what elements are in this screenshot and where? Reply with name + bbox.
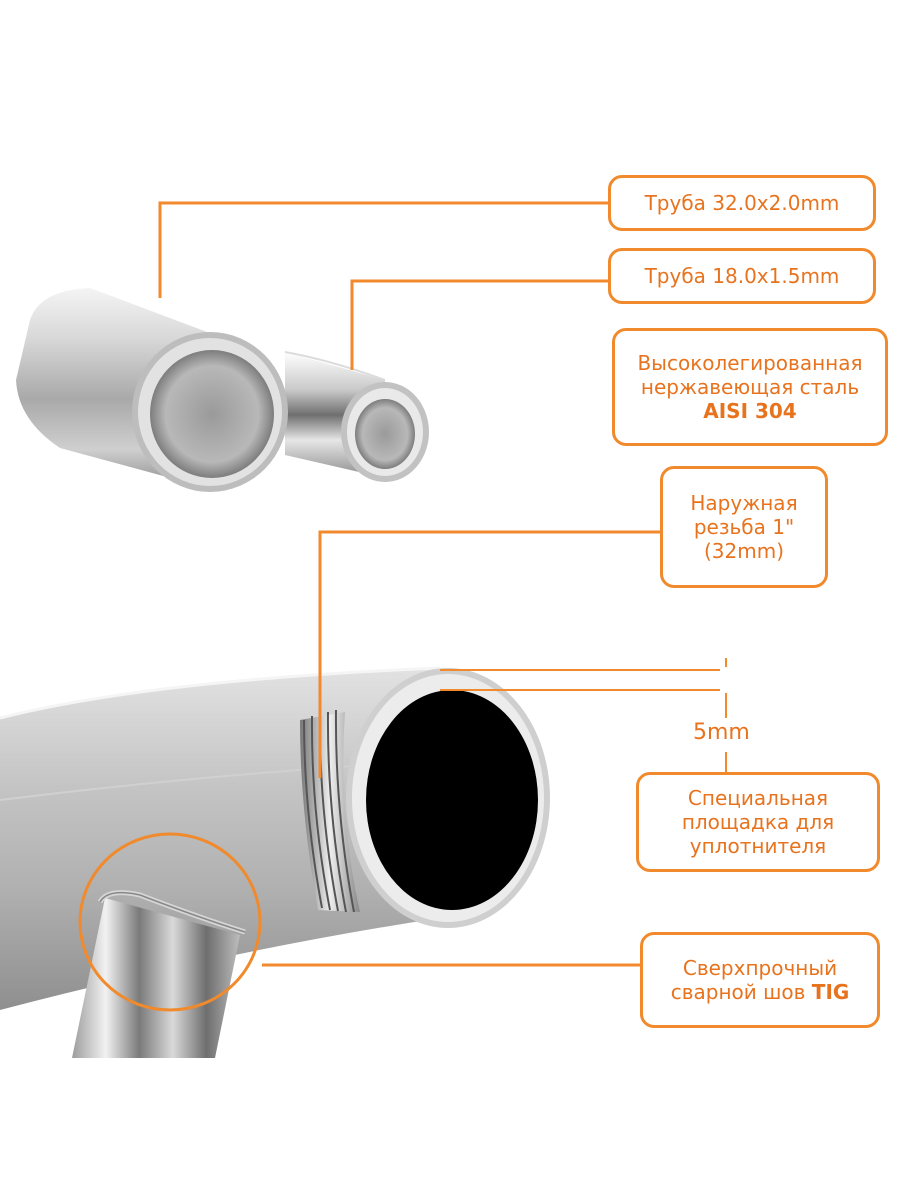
callout-weld-line2: сварной шов [670, 980, 806, 1004]
dimension-marker [440, 658, 727, 772]
branch-pipe [72, 890, 246, 1058]
callout-steel-grade: AISI 304 [703, 399, 797, 423]
callout-pipe-18: Труба 18.0x1.5mm [608, 248, 876, 304]
callout-pipe-32-text: Труба 32.0x2.0mm [644, 191, 840, 215]
callout-steel-line1: Высоколегированная [637, 351, 863, 375]
callout-weld-type: TIG [811, 980, 850, 1004]
pipe-opening [346, 668, 550, 928]
callout-thread-line2: резьба 1" [693, 515, 795, 539]
weld-highlight-circle [78, 832, 262, 1012]
leader-pipe32 [158, 201, 608, 298]
callout-pipe-18-text: Труба 18.0x1.5mm [644, 264, 840, 288]
callout-weld-line2-wrap: сварной шов TIG [671, 980, 850, 1004]
callout-weld-line1: Сверхпрочный [682, 956, 838, 980]
callout-seal-line3: уплотнителя [689, 834, 827, 858]
leader-thread [318, 530, 660, 778]
small-pipe [284, 351, 429, 482]
leader-pipe18 [350, 279, 608, 370]
callout-thread-line1: Наружная [690, 491, 798, 515]
callout-seal-line2: площадка для [681, 810, 835, 834]
leader-lines [158, 201, 660, 967]
callout-steel-line2: нержавеющая сталь [640, 375, 860, 399]
callout-weld: Сверхпрочный сварной шов TIG [640, 932, 880, 1028]
callout-thread-line3: (32mm) [703, 539, 785, 563]
callout-seal-surface: Специальная площадка для уплотнителя [636, 772, 880, 872]
large-pipe [16, 288, 288, 492]
dimension-label: 5mm [693, 720, 750, 745]
callout-seal-line1: Специальная [687, 786, 829, 810]
callout-thread: Наружная резьба 1" (32mm) [660, 466, 828, 588]
callout-pipe-32: Труба 32.0x2.0mm [608, 175, 876, 231]
callout-steel: Высоколегированная нержавеющая сталь AIS… [612, 328, 888, 446]
